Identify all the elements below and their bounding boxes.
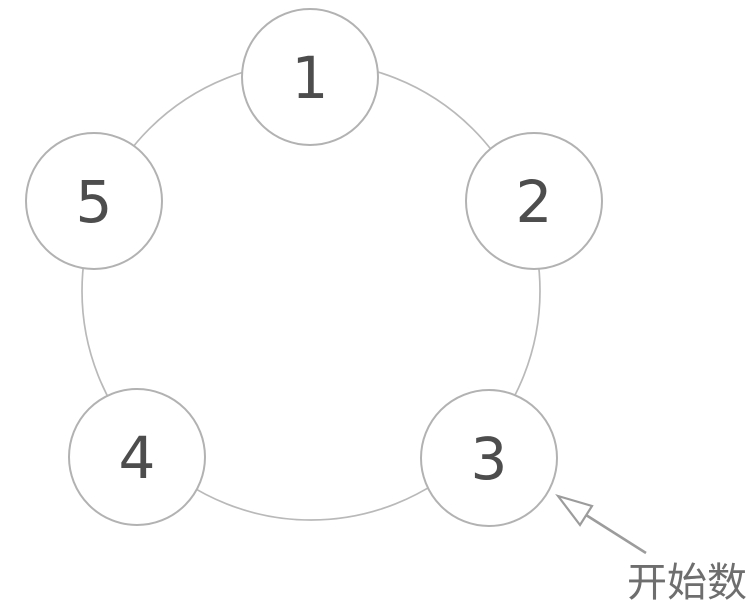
node-1: 1 xyxy=(241,8,379,146)
node-1-circle xyxy=(241,8,379,146)
node-2-circle xyxy=(465,132,603,270)
start-pointer-arrow xyxy=(555,494,647,555)
node-2-label: 2 xyxy=(516,168,553,236)
node-2: 2 xyxy=(465,132,603,270)
node-4-label: 4 xyxy=(119,424,156,492)
node-3-label: 3 xyxy=(471,425,508,493)
node-4: 4 xyxy=(68,388,206,526)
node-5: 5 xyxy=(25,132,163,270)
node-1-label: 1 xyxy=(292,44,329,112)
start-annotation-label: 开始数 xyxy=(627,560,747,603)
arrow-head-icon xyxy=(555,494,594,527)
node-5-circle xyxy=(25,132,163,270)
node-3: 3 xyxy=(420,389,558,527)
arrow-shaft xyxy=(585,513,647,555)
node-3-circle xyxy=(420,389,558,527)
node-5-label: 5 xyxy=(76,168,113,236)
node-4-circle xyxy=(68,388,206,526)
